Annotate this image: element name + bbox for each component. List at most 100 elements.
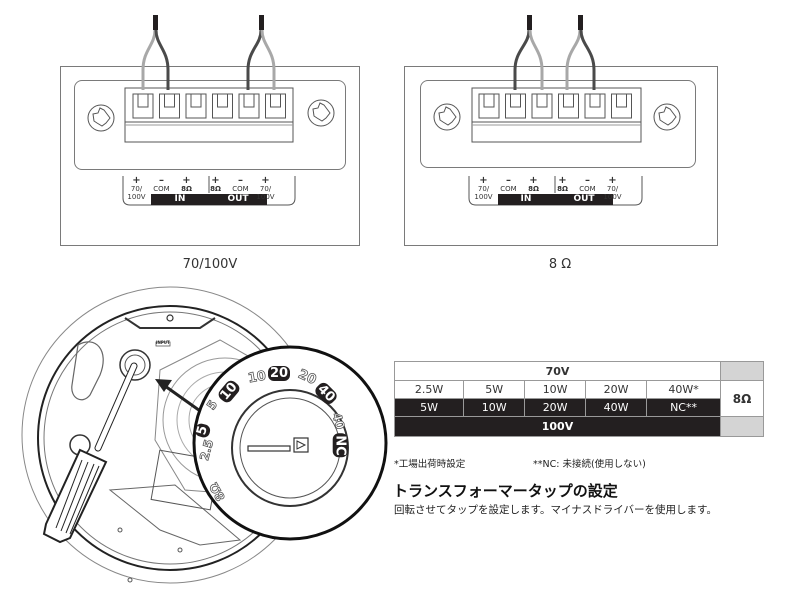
terminal-label: +8Ω <box>174 176 199 201</box>
terminal-text: 8Ω <box>210 185 221 193</box>
wire-pair-out <box>565 15 596 90</box>
terminal-label: +70/100V <box>124 175 149 202</box>
speaker-input-label: INPUT <box>156 340 170 345</box>
terminal-text: 70/ <box>606 185 619 193</box>
wire-pair-out <box>246 15 276 90</box>
terminal-slot <box>159 93 180 119</box>
terminal-text: 8Ω <box>557 185 568 193</box>
impedance-cell: 8Ω <box>720 380 764 417</box>
screw-icon <box>307 99 335 127</box>
dial-inner-label: 40 <box>312 380 340 407</box>
terminal-label: +8Ω <box>203 176 228 201</box>
terminal-slot <box>265 93 286 119</box>
terminal-text2: 100V <box>603 193 622 201</box>
tap-70v-cell: 20W <box>585 380 648 399</box>
dial-outer-label: 20 <box>295 366 319 389</box>
terminal-text: COM <box>153 185 170 193</box>
dial-outer-label: 40 <box>329 411 348 432</box>
terminal-text2: 100V <box>256 193 275 201</box>
terminal-block-svg <box>433 15 681 206</box>
tap-100v-cell: 20W <box>524 398 587 417</box>
terminal-text: 70/ <box>259 185 272 193</box>
terminal-label: –COM <box>149 176 174 201</box>
dial-labels: 2.5 5 5 10 10 20 20 40 40 NC 8Ω INPUT <box>0 280 390 600</box>
terminal-slot <box>505 93 526 119</box>
screw-icon <box>87 104 115 132</box>
terminal-sign: + <box>479 175 488 186</box>
terminal-label: –COM <box>575 176 600 201</box>
grey-cell <box>720 416 764 437</box>
screw-icon <box>653 103 681 131</box>
terminal-sign: + <box>529 175 538 186</box>
dial-inner-label: 20 <box>268 366 291 381</box>
tap-70v-cell: 5W <box>463 380 526 399</box>
header-100v: 100V <box>394 416 721 437</box>
screwdriver-icon <box>42 362 138 544</box>
terminal-labels: +70/100V –COM +8Ω +8Ω –COM +70/100V <box>124 175 278 202</box>
terminal-label: +70/100V <box>253 175 278 202</box>
terminal-sign: + <box>608 175 617 186</box>
dial-outer-label: 5 <box>204 397 221 413</box>
terminal-slot <box>584 93 606 119</box>
terminal-slot <box>558 93 579 119</box>
terminal-slot <box>611 93 632 119</box>
terminal-sign: – <box>238 175 243 186</box>
note-factory-setting: *工場出荷時設定 <box>394 459 466 470</box>
diagram-caption: 8 Ω <box>548 257 572 272</box>
wire-pair-in <box>513 15 544 90</box>
group-in-label: IN <box>174 194 186 204</box>
terminal-text2: 100V <box>127 193 146 201</box>
group-in-label: IN <box>520 194 532 204</box>
group-out-label: OUT <box>227 194 249 204</box>
terminal-text: COM <box>579 185 596 193</box>
header-70v: 70V <box>394 361 721 381</box>
terminal-text: 8Ω <box>181 185 192 193</box>
terminal-label: +70/100V <box>471 175 496 202</box>
diagram-caption: 70/100V <box>182 257 238 272</box>
terminal-slot <box>132 93 154 119</box>
terminal-sign: + <box>132 175 141 186</box>
terminal-sign: – <box>506 175 511 186</box>
terminal-sign: + <box>558 175 567 186</box>
terminal-sign: + <box>182 175 191 186</box>
speaker-illustration <box>21 286 388 584</box>
terminal-sign: + <box>211 175 220 186</box>
terminal-label: –COM <box>228 176 253 201</box>
section-description: 回転させてタップを設定します。マイナスドライバーを使用します。 <box>394 504 717 516</box>
terminal-slot <box>238 93 260 119</box>
terminal-text: 8Ω <box>528 185 539 193</box>
tap-dial-magnified <box>192 345 388 541</box>
dial-outer-label: 8Ω <box>206 480 228 504</box>
dial-inner-label: 5 <box>193 422 212 439</box>
dial-slot <box>247 445 291 452</box>
terminal-slot <box>212 93 233 119</box>
section-title: トランスフォーマータップの設定 <box>393 482 618 500</box>
tap-100v-cell: 40W <box>585 398 648 417</box>
screw-icon <box>433 103 461 131</box>
tap-70v-cell: 2.5W <box>393 380 465 399</box>
tap-100v-cell: 5W <box>393 398 465 417</box>
terminal-text2: 100V <box>474 193 493 201</box>
terminal-label: –COM <box>496 176 521 201</box>
terminal-slot <box>185 93 207 119</box>
terminal-text: COM <box>500 185 517 193</box>
tap-70v-cell: 40W* <box>646 380 721 399</box>
terminal-sign: – <box>585 175 590 186</box>
terminal-label: +70/100V <box>600 175 625 202</box>
group-out-label: OUT <box>573 194 595 204</box>
terminal-block-svg <box>87 15 335 206</box>
terminal-text: 70/ <box>130 185 143 193</box>
terminal-sign: + <box>261 175 270 186</box>
grey-cell <box>720 361 764 381</box>
dial-outer-label: 10 <box>246 368 268 387</box>
tap-100v-cell: NC** <box>646 398 721 417</box>
terminal-text: COM <box>232 185 249 193</box>
terminal-sign: – <box>159 175 164 186</box>
note-nc: **NC: 未接続(使用しない) <box>533 459 646 470</box>
dial-inner-label: NC <box>332 433 348 458</box>
terminal-slot <box>531 93 553 119</box>
tap-table: 70V 2.5W 5W 10W 20W 40W* 8Ω 5W 10W 20W 4… <box>393 361 764 437</box>
dial-inner-label: 10 <box>216 378 242 405</box>
terminal-slot <box>478 93 500 119</box>
tap-70v-cell: 10W <box>524 380 587 399</box>
